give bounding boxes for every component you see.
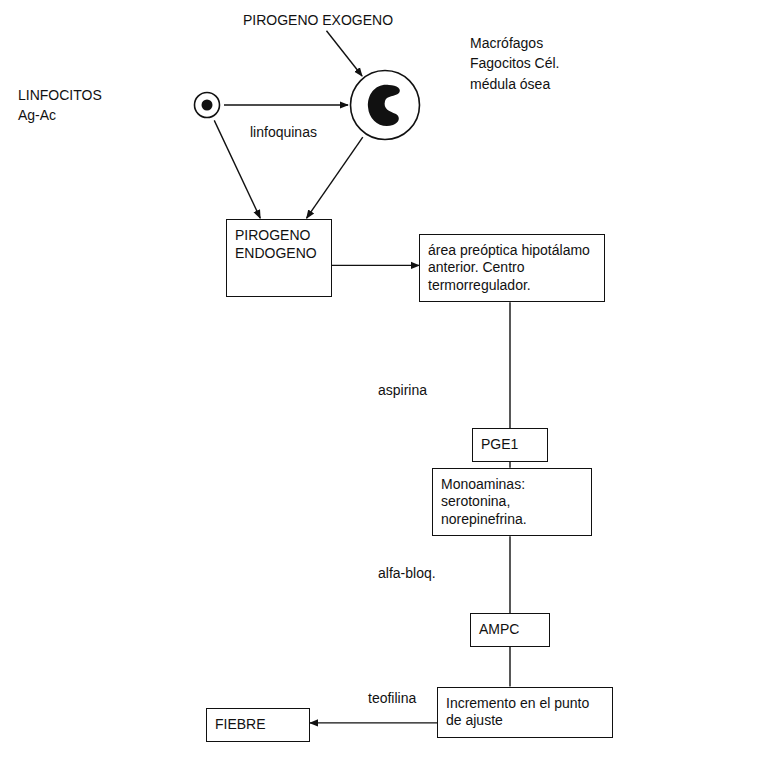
connector-arrow xyxy=(307,137,363,218)
node-label: PIROGENO EXOGENO xyxy=(243,12,393,29)
connector-line xyxy=(509,302,510,428)
box-text: PIROGENO ENDOGENO xyxy=(235,227,323,262)
process-box: Incremento en el punto de ajuste xyxy=(437,687,613,738)
connector-line xyxy=(509,536,510,613)
connector-arrow xyxy=(224,104,348,105)
process-box: área preóptica hipotálamo anterior. Cent… xyxy=(419,234,605,303)
cell-nucleus xyxy=(368,85,400,126)
node-label: Macrófagos Fagocitos Cél. médula ósea xyxy=(470,33,595,94)
box-text: FIEBRE xyxy=(215,716,301,734)
result-box: FIEBRE xyxy=(206,708,310,742)
edge-label: aspirina xyxy=(376,382,429,399)
cell-nucleus xyxy=(202,100,213,111)
box-text: AMPC xyxy=(479,621,541,639)
process-box: Monoaminas: serotonina, norepinefrina. xyxy=(432,468,592,537)
edge-label: teofilina xyxy=(366,690,418,707)
macrophage-symbol xyxy=(349,69,421,141)
process-box: PGE1 xyxy=(472,428,548,462)
macrophage-cell: Macrófagos Fagocitos Cél. médula ósea xyxy=(349,69,421,141)
box-text: Incremento en el punto de ajuste xyxy=(446,695,604,730)
connector-arrow xyxy=(332,265,419,266)
box-text: Monoaminas: serotonina, norepinefrina. xyxy=(441,476,583,529)
process-box: AMPC xyxy=(470,613,550,647)
cell-membrane xyxy=(195,93,220,118)
connector-arrow xyxy=(326,31,362,76)
node-label: LINFOCITOS Ag-Ac xyxy=(18,85,118,126)
lymphocyte-symbol xyxy=(193,91,221,119)
box-text: PGE1 xyxy=(481,436,539,454)
edge-label: linfoquinas xyxy=(248,124,319,141)
cell-membrane xyxy=(351,71,420,140)
box-text: área preóptica hipotálamo anterior. Cent… xyxy=(428,242,596,295)
source-label: PIROGENO EXOGENO xyxy=(243,12,393,29)
process-box: PIROGENO ENDOGENO xyxy=(226,219,332,297)
connector-arrow xyxy=(310,722,437,723)
edge-label: alfa-bloq. xyxy=(376,565,438,582)
lymphocyte-cell: LINFOCITOS Ag-Ac xyxy=(193,91,221,119)
connector-line xyxy=(509,647,510,687)
